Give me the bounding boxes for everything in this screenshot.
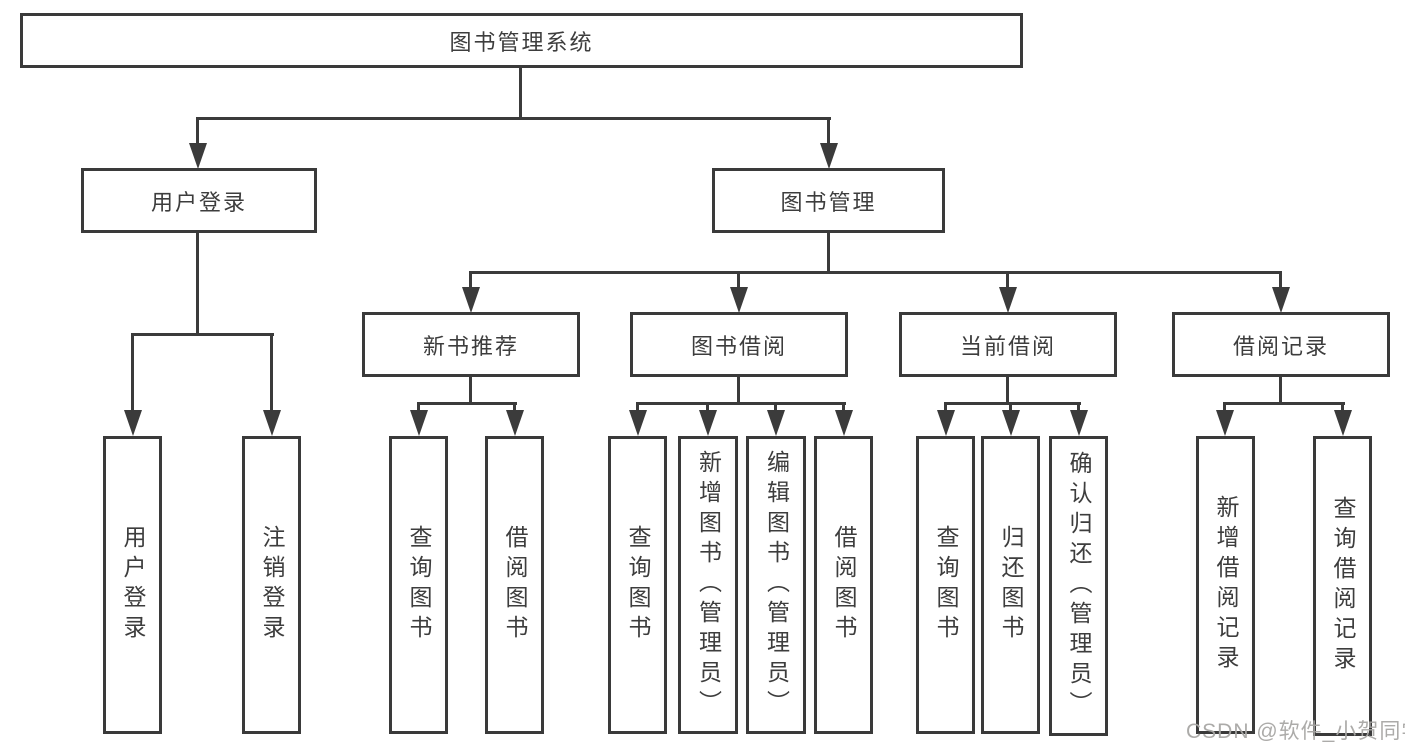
leaf-query-books: 查询图书: [608, 436, 667, 734]
connector-line: [944, 402, 1081, 405]
leaf-borrow-books: 借阅图书: [485, 436, 544, 734]
connector-line: [418, 402, 517, 405]
connector-line: [842, 402, 845, 412]
node-label: 借阅记录: [1232, 333, 1329, 359]
leaf-label: 查询图书: [933, 525, 959, 645]
arrowhead-down: [1002, 410, 1020, 436]
arrowhead-down: [462, 287, 480, 313]
arrowhead-down: [835, 410, 853, 436]
connector-line: [513, 402, 516, 412]
node-new-book-recommend: 新书推荐: [362, 312, 580, 377]
leaf-query-books: 查询图书: [389, 436, 448, 734]
node-book-borrowing: 图书借阅: [630, 312, 848, 377]
arrowhead-down: [937, 410, 955, 436]
node-label: 图书借阅: [690, 333, 787, 359]
connector-line: [774, 402, 777, 412]
leaf-query-borrow-record: 查询借阅记录: [1313, 436, 1372, 736]
connector-line: [469, 271, 472, 289]
connector-line: [737, 271, 740, 289]
connector-line: [1006, 271, 1009, 289]
leaf-return-books: 归还图书: [981, 436, 1040, 734]
arrowhead-down: [506, 410, 524, 436]
node-label: 新书推荐: [422, 333, 519, 359]
connector-line: [270, 333, 273, 412]
node-label: 当前借阅: [959, 333, 1056, 359]
csdn-watermark: CSDN @软件_小贺同学: [1186, 720, 1405, 743]
leaf-label: 查询借阅记录: [1330, 496, 1356, 676]
leaf-label: 归还图书: [998, 525, 1024, 645]
leaf-label: 新增图书（管理员）: [695, 450, 722, 720]
leaf-label: 借阅图书: [831, 525, 857, 645]
arrowhead-down: [1070, 410, 1088, 436]
connector-line: [1341, 402, 1344, 412]
arrowhead-down: [629, 410, 647, 436]
leaf-label: 新增借阅记录: [1213, 495, 1239, 675]
node-current-borrowing: 当前借阅: [899, 312, 1117, 377]
leaf-borrow-books: 借阅图书: [814, 436, 873, 734]
leaf-query-books: 查询图书: [916, 436, 975, 734]
connector-line: [196, 233, 199, 334]
node-label: 图书管理系统: [449, 29, 594, 55]
leaf-user-login: 用户登录: [103, 436, 162, 734]
connector-line: [470, 271, 1282, 274]
arrowhead-down: [699, 410, 717, 436]
node-label: 图书管理: [780, 189, 877, 215]
leaf-label: 借阅图书: [502, 525, 528, 645]
leaf-label: 查询图书: [625, 525, 651, 645]
leaf-confirm-return-admin: 确认归还（管理员）: [1049, 436, 1108, 736]
connector-line: [827, 233, 830, 274]
connector-line: [519, 68, 522, 118]
arrowhead-down: [410, 410, 428, 436]
connector-line: [132, 333, 274, 336]
arrowhead-down: [730, 287, 748, 313]
arrowhead-down: [124, 410, 142, 436]
connector-line: [197, 117, 831, 120]
connector-line: [706, 402, 709, 412]
connector-line: [417, 402, 420, 412]
arrowhead-down: [1272, 287, 1290, 313]
connector-line: [944, 402, 947, 412]
node-library-management-system: 图书管理系统: [20, 13, 1023, 68]
connector-line: [196, 117, 199, 145]
arrowhead-down: [1334, 410, 1352, 436]
leaf-label: 确认归还（管理员）: [1066, 451, 1092, 721]
connector-line: [131, 333, 134, 412]
leaf-label: 用户登录: [120, 525, 146, 645]
leaf-label: 注销登录: [259, 525, 285, 645]
connector-line: [1279, 271, 1282, 289]
connector-line: [1223, 402, 1226, 412]
arrowhead-down: [999, 287, 1017, 313]
connector-line: [637, 402, 846, 405]
leaf-label: 编辑图书（管理员）: [763, 450, 790, 720]
connector-line: [1223, 402, 1345, 405]
arrowhead-down: [820, 143, 838, 169]
connector-line: [827, 117, 830, 145]
connector-line: [1077, 402, 1080, 412]
node-label: 用户登录: [150, 189, 247, 215]
node-book-management: 图书管理: [712, 168, 945, 233]
connector-line: [1009, 402, 1012, 412]
arrowhead-down: [1216, 410, 1234, 436]
leaf-edit-books-admin: 编辑图书（管理员）: [746, 436, 806, 734]
arrowhead-down: [767, 410, 785, 436]
leaf-label: 查询图书: [406, 525, 432, 645]
leaf-logout: 注销登录: [242, 436, 301, 734]
connector-line: [469, 377, 472, 405]
connector-line: [636, 402, 639, 412]
node-borrowing-records: 借阅记录: [1172, 312, 1390, 377]
connector-line: [1279, 377, 1282, 405]
connector-line: [1006, 377, 1009, 405]
connector-line: [737, 377, 740, 405]
arrowhead-down: [189, 143, 207, 169]
arrowhead-down: [263, 410, 281, 436]
node-user-login: 用户登录: [81, 168, 317, 233]
leaf-add-borrow-record: 新增借阅记录: [1196, 436, 1255, 734]
leaf-add-books-admin: 新增图书（管理员）: [678, 436, 738, 734]
